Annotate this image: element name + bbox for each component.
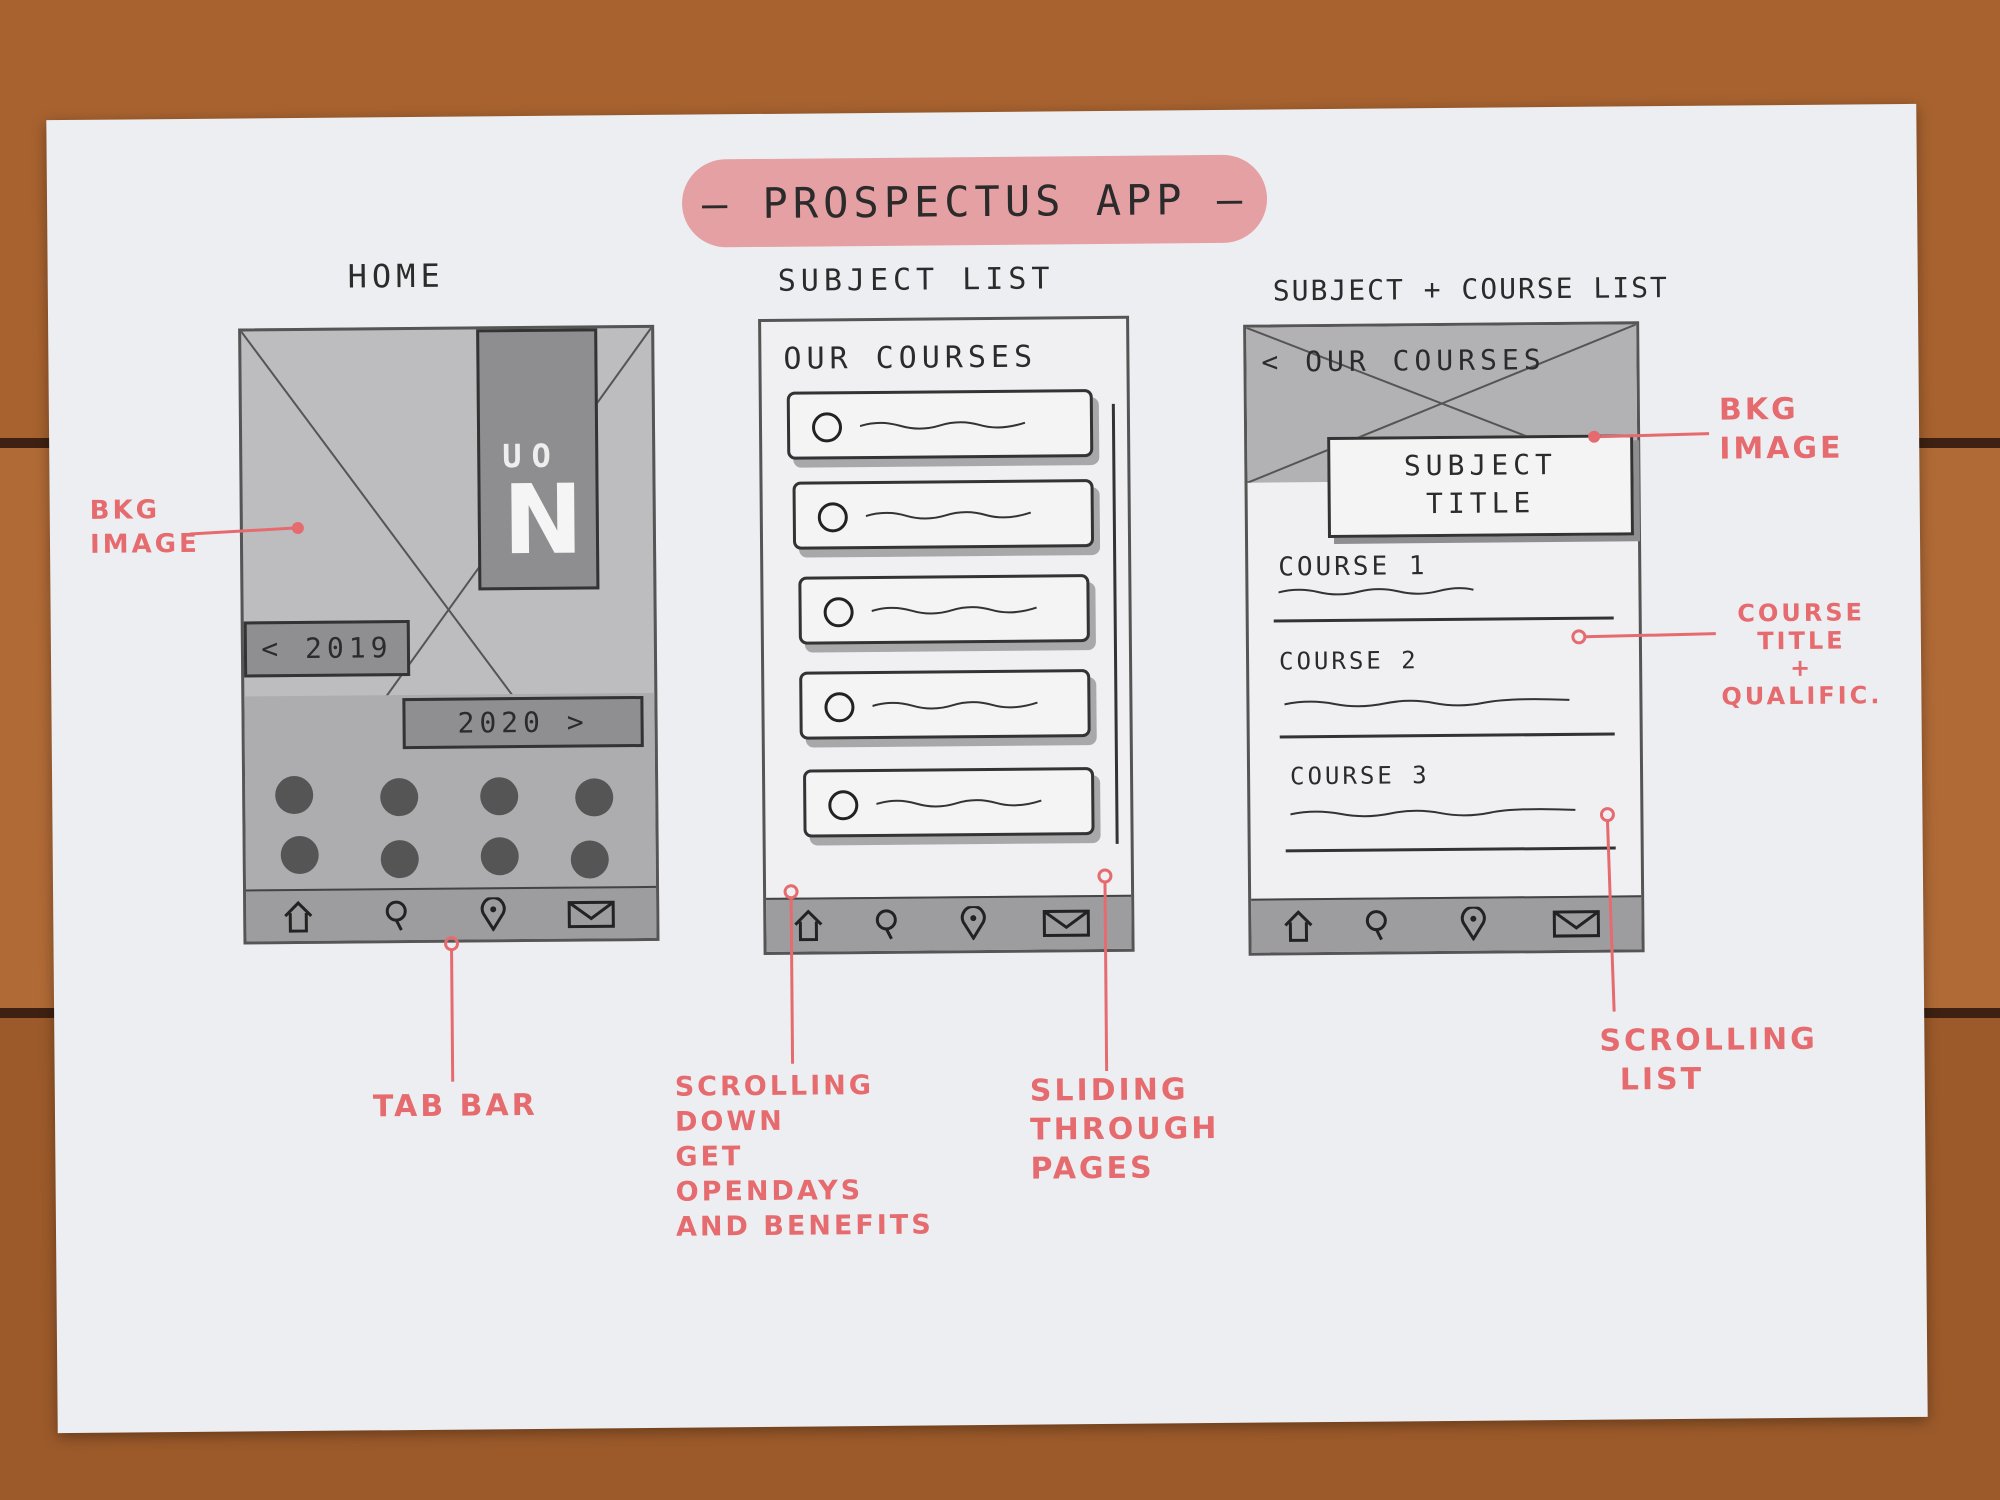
- annotation-scrolling-down: SCROLLING DOWN GET OPENDAYS AND BENEFITS: [675, 1067, 934, 1245]
- annotation-line: IMAGE: [1719, 430, 1844, 467]
- sketch-paper: — PROSPECTUS APP — HOME SUBJECT LIST SUB…: [46, 103, 1928, 1434]
- search-icon[interactable]: [1361, 907, 1395, 941]
- course-1-qualification-scribble: [1278, 587, 1474, 596]
- annotation-line: OPENDAYS: [675, 1175, 864, 1209]
- location-pin-icon[interactable]: [476, 897, 510, 932]
- annotation-line: DOWN: [674, 1105, 785, 1138]
- course-2-qualification-scribble: [1284, 698, 1570, 708]
- search-icon[interactable]: [381, 898, 415, 932]
- home-icon[interactable]: [791, 907, 825, 942]
- annotation-line: +: [1789, 653, 1814, 683]
- subject-card[interactable]: [803, 767, 1095, 838]
- annotation-line: QUALIFIC.: [1721, 680, 1883, 711]
- course-3-qualification-scribble: [1290, 808, 1576, 818]
- annotation-line: AND BENEFITS: [675, 1209, 934, 1244]
- location-pin-icon[interactable]: [1456, 906, 1490, 941]
- annotation-line: IMAGE: [89, 528, 200, 560]
- subject-name-scribble: [872, 701, 1038, 710]
- subject-name-scribble: [871, 606, 1037, 615]
- home-icon[interactable]: [1281, 908, 1315, 942]
- home-phone-frame: UO N < 2019 2020 >: [238, 324, 660, 945]
- course-list-phone-frame: < OUR COURSES SUBJECT TITLE COURSE 1 COU…: [1243, 321, 1645, 956]
- subject-card[interactable]: [799, 669, 1091, 740]
- mail-icon[interactable]: [566, 896, 616, 930]
- annotation-line: COURSE: [1737, 598, 1866, 628]
- annotation-line: GET: [675, 1141, 744, 1173]
- annotation-bkg-image-course: BKG IMAGE: [1719, 390, 1844, 469]
- subject-card[interactable]: [792, 479, 1095, 550]
- subject-list-phone-frame: OUR COURSES: [758, 315, 1135, 955]
- subject-name-scribble: [859, 421, 1026, 430]
- home-icon[interactable]: [281, 899, 315, 933]
- location-pin-icon[interactable]: [956, 905, 990, 941]
- annotation-leader-lines: [189, 430, 1716, 1082]
- annotation-scrolling-list: SCROLLING LIST: [1599, 1020, 1818, 1100]
- annotation-line: SCROLLING: [674, 1069, 875, 1103]
- annotation-bkg-image-home: BKG IMAGE: [90, 494, 200, 563]
- subject-card[interactable]: [786, 389, 1094, 460]
- annotation-tab-bar: TAB BAR: [372, 1087, 538, 1125]
- subject-tab-bar: [766, 894, 1132, 952]
- annotation-line: LIST: [1619, 1061, 1705, 1098]
- home-tab-bar: [246, 885, 657, 942]
- annotation-line: BKG: [89, 495, 161, 526]
- annotation-line: BKG: [1718, 391, 1799, 428]
- annotation-line: TITLE: [1757, 626, 1846, 655]
- annotation-line: PAGES: [1030, 1150, 1155, 1187]
- mail-icon[interactable]: [1551, 906, 1601, 940]
- annotation-line: THROUGH: [1030, 1110, 1220, 1148]
- subject-name-scribble: [876, 799, 1042, 808]
- course-tab-bar: [1251, 895, 1642, 953]
- subject-name-scribble: [865, 511, 1032, 520]
- annotation-line: SLIDING: [1029, 1072, 1189, 1109]
- annotation-sliding-pages: SLIDING THROUGH PAGES: [1030, 1070, 1220, 1189]
- annotation-course-title: COURSE TITLE + QUALIFIC.: [1721, 598, 1883, 711]
- annotation-line: SCROLLING: [1599, 1021, 1818, 1059]
- subject-card[interactable]: [798, 574, 1090, 645]
- mail-icon[interactable]: [1041, 905, 1091, 939]
- search-icon[interactable]: [871, 907, 905, 941]
